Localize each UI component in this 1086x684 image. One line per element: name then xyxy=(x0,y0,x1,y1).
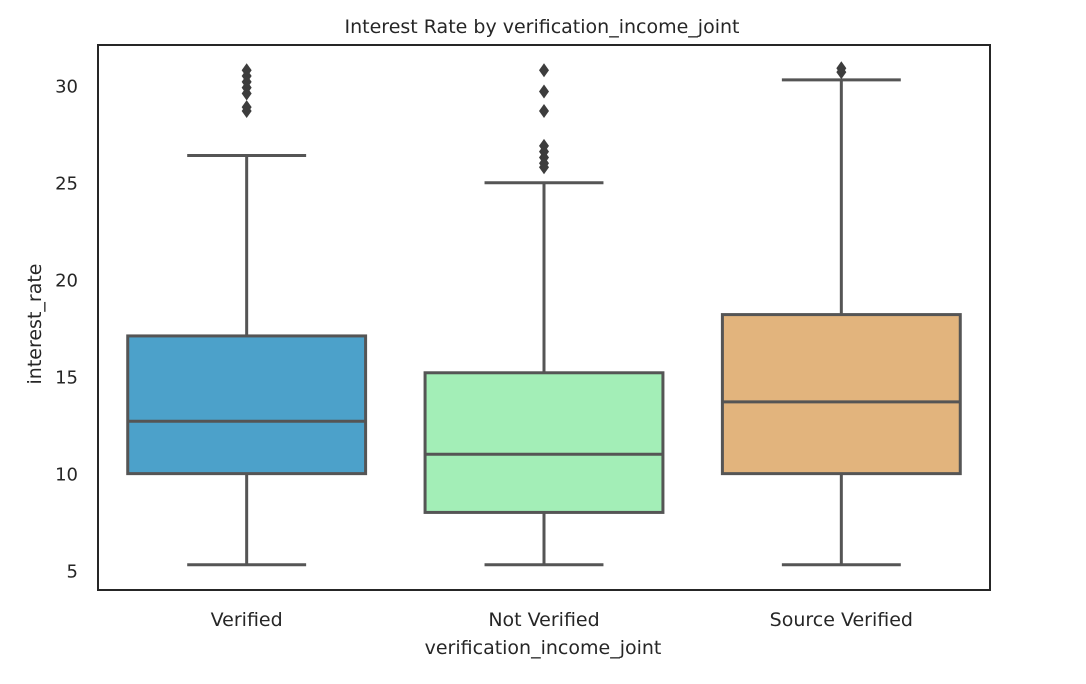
outlier-point xyxy=(241,100,252,115)
x-axis-label: verification_income_joint xyxy=(425,637,662,659)
outlier-point xyxy=(539,63,549,78)
outlier-point xyxy=(836,61,847,76)
y-tick-label: 5 xyxy=(67,562,78,583)
outlier-point xyxy=(539,138,549,153)
x-axis: Verified Not Verified Source Verified xyxy=(211,609,913,631)
box-group-1 xyxy=(423,63,665,567)
box-group-2 xyxy=(720,61,962,567)
box-group-0 xyxy=(126,63,368,567)
box-iqr xyxy=(423,371,665,514)
x-tick-label: Not Verified xyxy=(488,609,599,631)
plot-frame xyxy=(97,44,991,591)
y-tick-label: 20 xyxy=(55,271,78,292)
y-tick-label: 25 xyxy=(55,174,78,195)
outlier-point xyxy=(539,84,549,99)
y-axis-label: interest_rate xyxy=(24,264,46,385)
outlier-point xyxy=(539,103,549,118)
box-iqr xyxy=(126,334,368,476)
outlier-point xyxy=(241,63,252,78)
x-tick-label: Source Verified xyxy=(770,609,913,631)
plot-area xyxy=(97,44,991,591)
chart-title: Interest Rate by verification_income_joi… xyxy=(345,16,740,38)
y-tick-label: 10 xyxy=(55,465,78,486)
y-axis: 5 10 15 20 25 30 xyxy=(55,77,78,583)
y-tick-label: 15 xyxy=(55,368,78,389)
x-tick-label: Verified xyxy=(211,609,283,631)
y-tick-label: 30 xyxy=(55,77,78,98)
box-iqr xyxy=(720,313,962,476)
